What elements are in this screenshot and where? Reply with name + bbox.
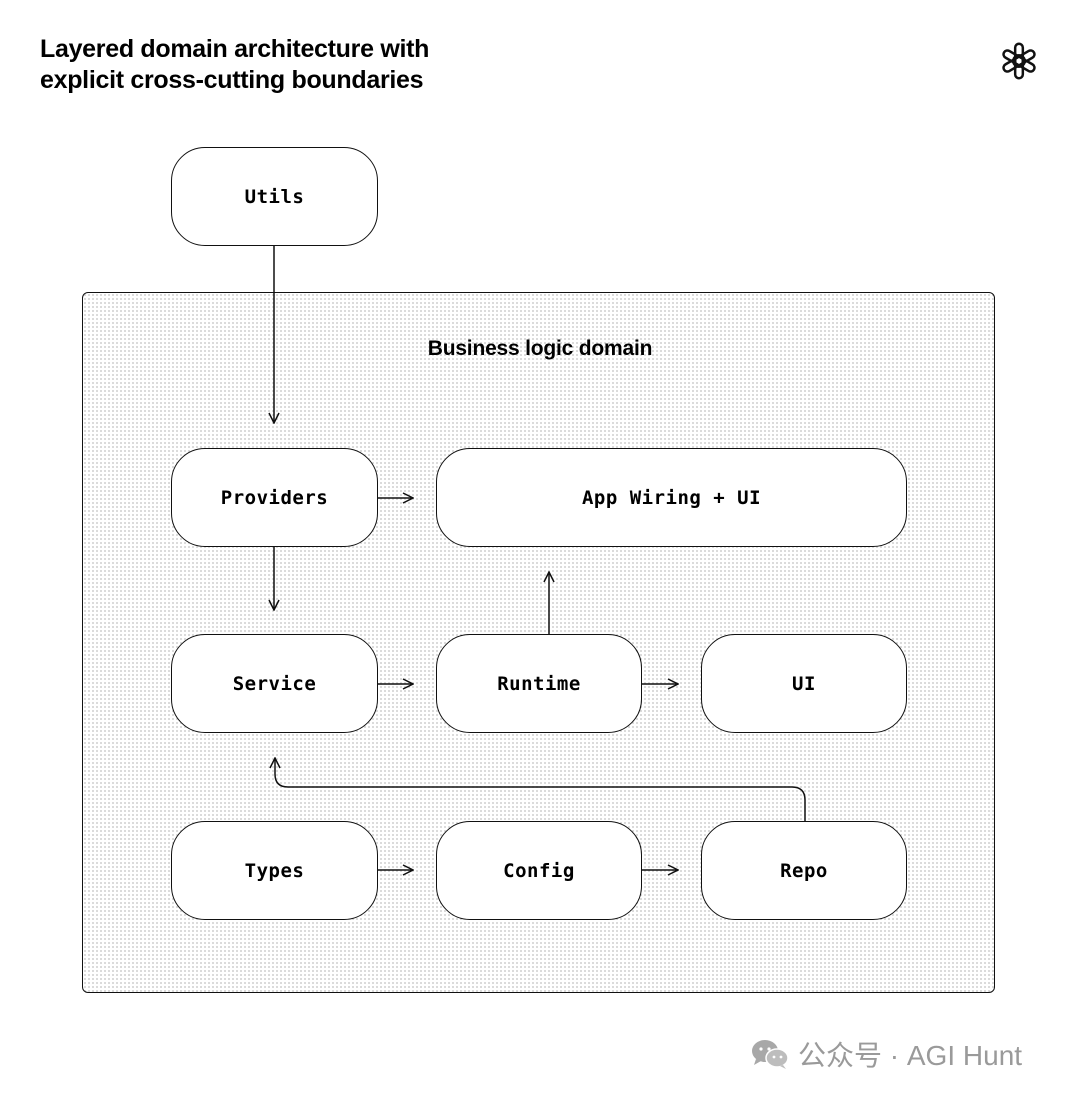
openai-logo-icon <box>1002 42 1036 80</box>
node-repo: Repo <box>701 821 907 920</box>
node-runtime: Runtime <box>436 634 642 733</box>
node-ui: UI <box>701 634 907 733</box>
node-types: Types <box>171 821 378 920</box>
wechat-icon <box>752 1040 789 1069</box>
diagram-title: Layered domain architecture with explici… <box>40 34 429 96</box>
watermark: 公众号 · AGI Hunt <box>750 1034 1022 1074</box>
node-config: Config <box>436 821 642 920</box>
node-providers: Providers <box>171 448 378 547</box>
node-app-wiring-ui: App Wiring + UI <box>436 448 907 547</box>
domain-label: Business logic domain <box>427 337 653 360</box>
node-utils: Utils <box>171 147 378 246</box>
watermark-text: 公众号 · AGI Hunt <box>798 1040 1023 1071</box>
node-service: Service <box>171 634 378 733</box>
title-line-1: Layered domain architecture with <box>40 35 430 63</box>
title-line-2: explicit cross-cutting boundaries <box>40 66 424 94</box>
